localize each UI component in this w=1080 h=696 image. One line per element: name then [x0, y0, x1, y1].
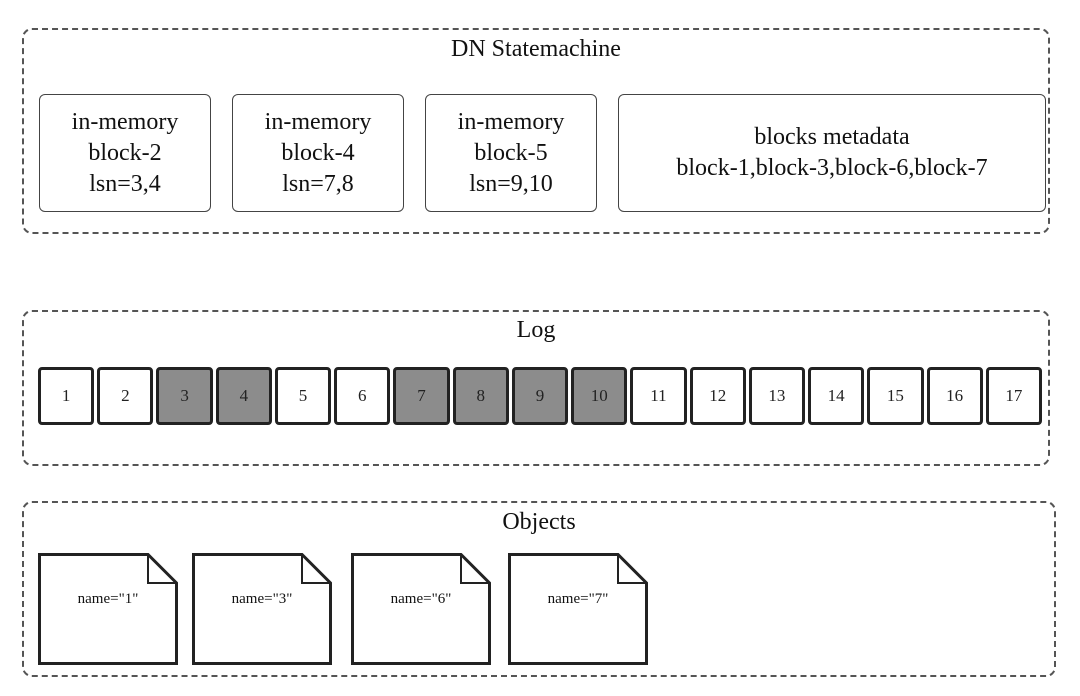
block-line: in-memory	[457, 108, 565, 135]
object-document: name="1"	[38, 553, 178, 665]
objects-title: Objects	[502, 509, 576, 535]
log-entry: 15	[867, 367, 924, 425]
metadata-list: block-1,block-3,block-6,block-7	[676, 155, 988, 181]
log-entry: 9	[511, 367, 569, 425]
object-name: name="3"	[231, 591, 293, 607]
log-entry: 17	[985, 367, 1042, 425]
object-document: name="6"	[351, 553, 491, 665]
log-entry: 8	[452, 367, 509, 425]
metadata-title: blocks metadata	[754, 124, 910, 150]
log-entry: 11	[630, 367, 687, 425]
document-icon	[192, 553, 332, 665]
object-name: name="1"	[77, 591, 139, 607]
object-name: name="7"	[547, 591, 609, 607]
document-icon	[38, 553, 178, 665]
block-line: block-2	[88, 139, 162, 166]
block-line: in-memory	[71, 108, 179, 135]
log-entry: 10	[571, 367, 628, 425]
in-memory-block-box: in-memory block-5 lsn=9,10	[425, 94, 597, 212]
block-line: lsn=7,8	[282, 170, 354, 197]
statemachine-title: DN Statemachine	[451, 36, 621, 62]
block-line: in-memory	[264, 108, 372, 135]
log-entry: 3	[156, 367, 213, 425]
blocks-metadata-box: blocks metadata block-1,block-3,block-6,…	[618, 94, 1046, 212]
log-entry: 5	[274, 367, 332, 425]
in-memory-block-box: in-memory block-4 lsn=7,8	[232, 94, 404, 212]
object-document: name="3"	[192, 553, 332, 665]
log-entry: 4	[215, 367, 272, 425]
log-entry: 1	[38, 367, 95, 425]
block-line: block-5	[474, 139, 548, 166]
objects-section: Objects name="1" name="3" name="6" name="7"	[22, 501, 1056, 677]
object-name: name="6"	[390, 591, 452, 607]
document-icon	[351, 553, 491, 665]
log-entry: 12	[689, 367, 746, 425]
log-entry: 16	[926, 367, 983, 425]
log-entry: 6	[334, 367, 391, 425]
block-line: lsn=9,10	[469, 170, 553, 197]
log-entry: 2	[97, 367, 154, 425]
log-entry: 7	[393, 367, 450, 425]
statemachine-section: DN Statemachine in-memory block-2 lsn=3,…	[22, 28, 1050, 234]
log-entry: 13	[748, 367, 806, 425]
block-line: lsn=3,4	[89, 170, 161, 197]
log-title: Log	[516, 317, 556, 343]
log-entry: 14	[808, 367, 865, 425]
block-line: block-4	[281, 139, 355, 166]
in-memory-block-box: in-memory block-2 lsn=3,4	[39, 94, 211, 212]
document-icon	[508, 553, 648, 665]
object-document: name="7"	[508, 553, 648, 665]
